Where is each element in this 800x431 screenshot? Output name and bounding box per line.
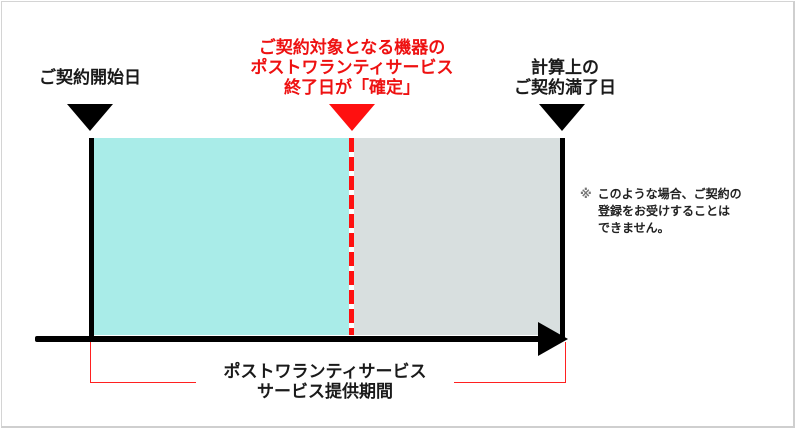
service-period-line-1: ポストワランティサービス: [223, 362, 427, 382]
post-confirmation-region: [354, 138, 561, 335]
pre-confirmation-region: [93, 138, 349, 335]
contract-start-line: [89, 138, 94, 340]
note-line-2: 登録をお受けすることは: [598, 204, 731, 218]
warranty-end-dashed-line: [349, 138, 354, 335]
note-line-1: ※このような場合、ご契約の: [580, 187, 742, 201]
warranty-end-line-2: ポストワランティサービス: [250, 58, 454, 78]
period-bracket-bottom-left: [90, 382, 196, 383]
time-axis-arrowhead-icon: [538, 322, 568, 356]
period-bracket-bottom-right: [454, 382, 566, 383]
period-bracket-left: [90, 342, 91, 383]
warranty-end-line-3: 終了日が「確定」: [284, 78, 420, 98]
service-period-label: ポストワランティサービス サービス提供期間: [196, 362, 454, 402]
side-note: ※このような場合、ご契約の 登録をお受けすることは できません。: [580, 186, 742, 237]
time-axis-line: [35, 336, 543, 342]
warranty-end-confirmed-label: ご契約対象となる機器の ポストワランティサービス 終了日が「確定」: [228, 38, 476, 98]
contract-end-line: [560, 138, 565, 340]
note-line-3: できません。: [598, 221, 670, 235]
contract-end-line-1: 計算上の: [531, 58, 599, 78]
contract-end-marker-icon: [539, 104, 585, 131]
contract-start-marker-icon: [67, 104, 113, 131]
contract-start-label: ご契約開始日: [39, 68, 141, 88]
contract-end-line-2: ご契約満了日: [514, 78, 616, 98]
period-bracket-right: [565, 342, 566, 383]
warranty-end-marker-icon: [329, 104, 375, 131]
service-period-line-2: サービス提供期間: [257, 382, 393, 402]
reference-mark-icon: ※: [580, 187, 592, 201]
warranty-end-line-1: ご契約対象となる機器の: [258, 38, 446, 58]
calculated-contract-end-label: 計算上の ご契約満了日: [495, 58, 635, 98]
